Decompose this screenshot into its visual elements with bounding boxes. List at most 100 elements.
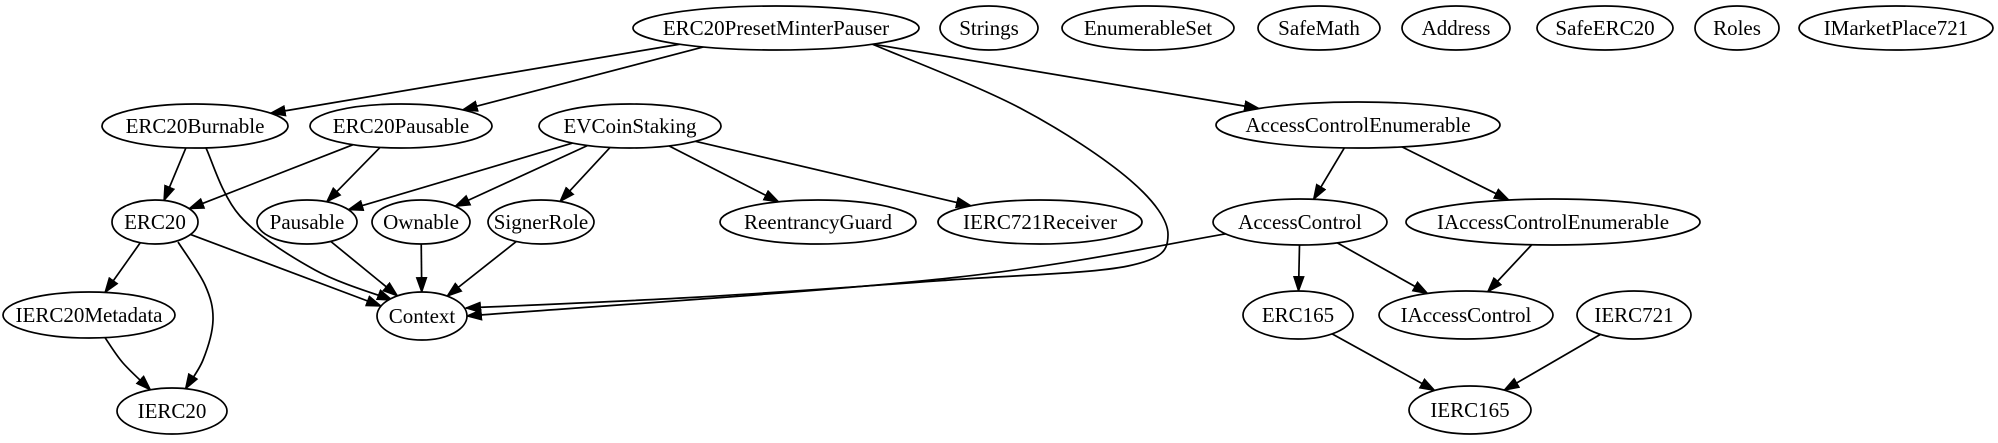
edge-EVCoinStaking-to-IERC721Receiver: [695, 140, 971, 206]
node-IERC721: IERC721: [1576, 290, 1692, 340]
edge-ERC20PresetMinterPauser-to-ERC20Burnable: [271, 43, 680, 113]
node-ellipse-IMarketPlace721: [1798, 5, 1994, 51]
node-ellipse-Ownable: [371, 199, 471, 245]
node-Roles: Roles: [1694, 5, 1780, 51]
edge-EVCoinStaking-to-ReentrancyGuard: [668, 145, 779, 202]
node-label-EVCoinStaking: EVCoinStaking: [563, 114, 697, 138]
node-ERC20: ERC20: [111, 199, 199, 245]
edge-ERC20PresetMinterPauser-to-Context: [466, 43, 1169, 308]
edge-ERC20-to-IERC20: [177, 241, 214, 389]
node-label-IERC165: IERC165: [1430, 398, 1509, 422]
edge-ERC20Burnable-to-Context: [205, 147, 392, 301]
node-Context: Context: [376, 291, 468, 341]
node-ellipse-ERC20Pausable: [309, 103, 493, 149]
node-IMarketPlace721: IMarketPlace721: [1798, 5, 1994, 51]
node-label-Strings: Strings: [959, 16, 1019, 40]
node-label-ReentrancyGuard: ReentrancyGuard: [744, 210, 893, 234]
node-ellipse-IERC20Metadata: [2, 291, 176, 339]
edge-ERC165-to-IERC165: [1331, 333, 1435, 391]
node-IAccessControlEnumerable: IAccessControlEnumerable: [1405, 198, 1701, 246]
node-ERC165: ERC165: [1242, 290, 1354, 340]
node-ellipse-SafeMath: [1257, 5, 1381, 51]
node-label-EnumerableSet: EnumerableSet: [1084, 16, 1212, 40]
node-Address: Address: [1401, 5, 1511, 51]
node-SafeMath: SafeMath: [1257, 5, 1381, 51]
node-AccessControlEnumerable: AccessControlEnumerable: [1215, 101, 1501, 149]
node-IERC165: IERC165: [1408, 385, 1532, 435]
node-ERC20PresetMinterPauser: ERC20PresetMinterPauser: [632, 5, 920, 51]
node-ellipse-IERC721Receiver: [937, 199, 1143, 245]
node-ReentrancyGuard: ReentrancyGuard: [719, 199, 917, 245]
node-ellipse-IAccessControl: [1378, 290, 1554, 340]
node-Ownable: Ownable: [371, 199, 471, 245]
edge-ERC20-to-Context: [190, 233, 381, 307]
node-label-Roles: Roles: [1713, 16, 1761, 40]
node-ellipse-EVCoinStaking: [538, 103, 722, 149]
node-label-Pausable: Pausable: [270, 210, 345, 234]
node-ellipse-ERC165: [1242, 290, 1354, 340]
node-label-IMarketPlace721: IMarketPlace721: [1824, 16, 1969, 40]
node-label-SafeMath: SafeMath: [1278, 16, 1360, 40]
node-AccessControl: AccessControl: [1212, 198, 1388, 246]
node-label-IAccessControlEnumerable: IAccessControlEnumerable: [1437, 210, 1669, 234]
node-ellipse-Context: [376, 291, 468, 341]
edges-layer: [104, 43, 1601, 391]
nodes-layer: ERC20PresetMinterPauser Strings Enumerable…: [2, 5, 1994, 435]
node-ellipse-ERC20Burnable: [101, 103, 289, 149]
node-ellipse-SafeERC20: [1536, 5, 1674, 51]
edge-ERC20-to-IERC20Metadata: [105, 242, 142, 293]
node-Strings: Strings: [939, 5, 1039, 51]
node-ellipse-Strings: [939, 5, 1039, 51]
edge-AccessControl-to-ERC165: [1299, 244, 1300, 291]
edge-Ownable-to-Context: [421, 243, 422, 292]
node-label-Address: Address: [1422, 16, 1491, 40]
node-label-SignerRole: SignerRole: [494, 210, 589, 234]
edge-IAccessControlEnumerable-to-IAccessControl: [1488, 244, 1533, 292]
node-ellipse-AccessControl: [1212, 198, 1388, 246]
node-label-IERC20: IERC20: [138, 399, 207, 423]
edge-AccessControlEnumerable-to-IAccessControlEnumerable: [1401, 146, 1509, 200]
node-label-IERC721: IERC721: [1594, 303, 1673, 327]
node-label-IERC721Receiver: IERC721Receiver: [963, 210, 1117, 234]
edge-AccessControlEnumerable-to-AccessControl: [1314, 147, 1346, 199]
node-IERC20: IERC20: [116, 387, 228, 435]
node-EnumerableSet: EnumerableSet: [1061, 5, 1235, 51]
node-label-ERC165: ERC165: [1262, 303, 1334, 327]
edge-SignerRole-to-Context: [447, 240, 517, 296]
edge-EVCoinStaking-to-SignerRole: [560, 146, 611, 201]
edge-AccessControl-to-IAccessControl: [1336, 242, 1427, 294]
node-ellipse-IERC721: [1576, 290, 1692, 340]
node-ellipse-SignerRole: [487, 199, 595, 245]
node-SafeERC20: SafeERC20: [1536, 5, 1674, 51]
edge-ERC20Pausable-to-Pausable: [327, 146, 381, 201]
node-ellipse-ERC20: [111, 199, 199, 245]
node-label-Ownable: Ownable: [383, 210, 459, 234]
node-ellipse-Address: [1401, 5, 1511, 51]
node-label-AccessControlEnumerable: AccessControlEnumerable: [1245, 113, 1470, 137]
node-IERC721Receiver: IERC721Receiver: [937, 199, 1143, 245]
edge-ERC20PresetMinterPauser-to-ERC20Pausable: [463, 46, 704, 110]
node-label-IERC20Metadata: IERC20Metadata: [16, 303, 164, 327]
node-IERC20Metadata: IERC20Metadata: [2, 291, 176, 339]
node-label-Context: Context: [389, 304, 456, 328]
node-IAccessControl: IAccessControl: [1378, 290, 1554, 340]
edge-IERC721-to-IERC165: [1504, 333, 1601, 390]
node-SignerRole: SignerRole: [487, 199, 595, 245]
node-ellipse-ReentrancyGuard: [719, 199, 917, 245]
node-ERC20Pausable: ERC20Pausable: [309, 103, 493, 149]
node-ellipse-IAccessControlEnumerable: [1405, 198, 1701, 246]
edge-IERC20Metadata-to-IERC20: [104, 337, 150, 390]
node-label-AccessControl: AccessControl: [1238, 210, 1362, 234]
edge-Pausable-to-Context: [330, 240, 398, 296]
node-label-ERC20Pausable: ERC20Pausable: [333, 114, 470, 138]
node-label-ERC20PresetMinterPauser: ERC20PresetMinterPauser: [663, 16, 889, 40]
node-label-SafeERC20: SafeERC20: [1555, 16, 1654, 40]
node-ellipse-Pausable: [256, 199, 358, 245]
edge-ERC20Burnable-to-ERC20: [163, 147, 187, 201]
edge-EVCoinStaking-to-Ownable: [455, 144, 588, 206]
edge-EVCoinStaking-to-Pausable: [348, 142, 573, 210]
node-ellipse-IERC20: [116, 387, 228, 435]
node-ellipse-EnumerableSet: [1061, 5, 1235, 51]
